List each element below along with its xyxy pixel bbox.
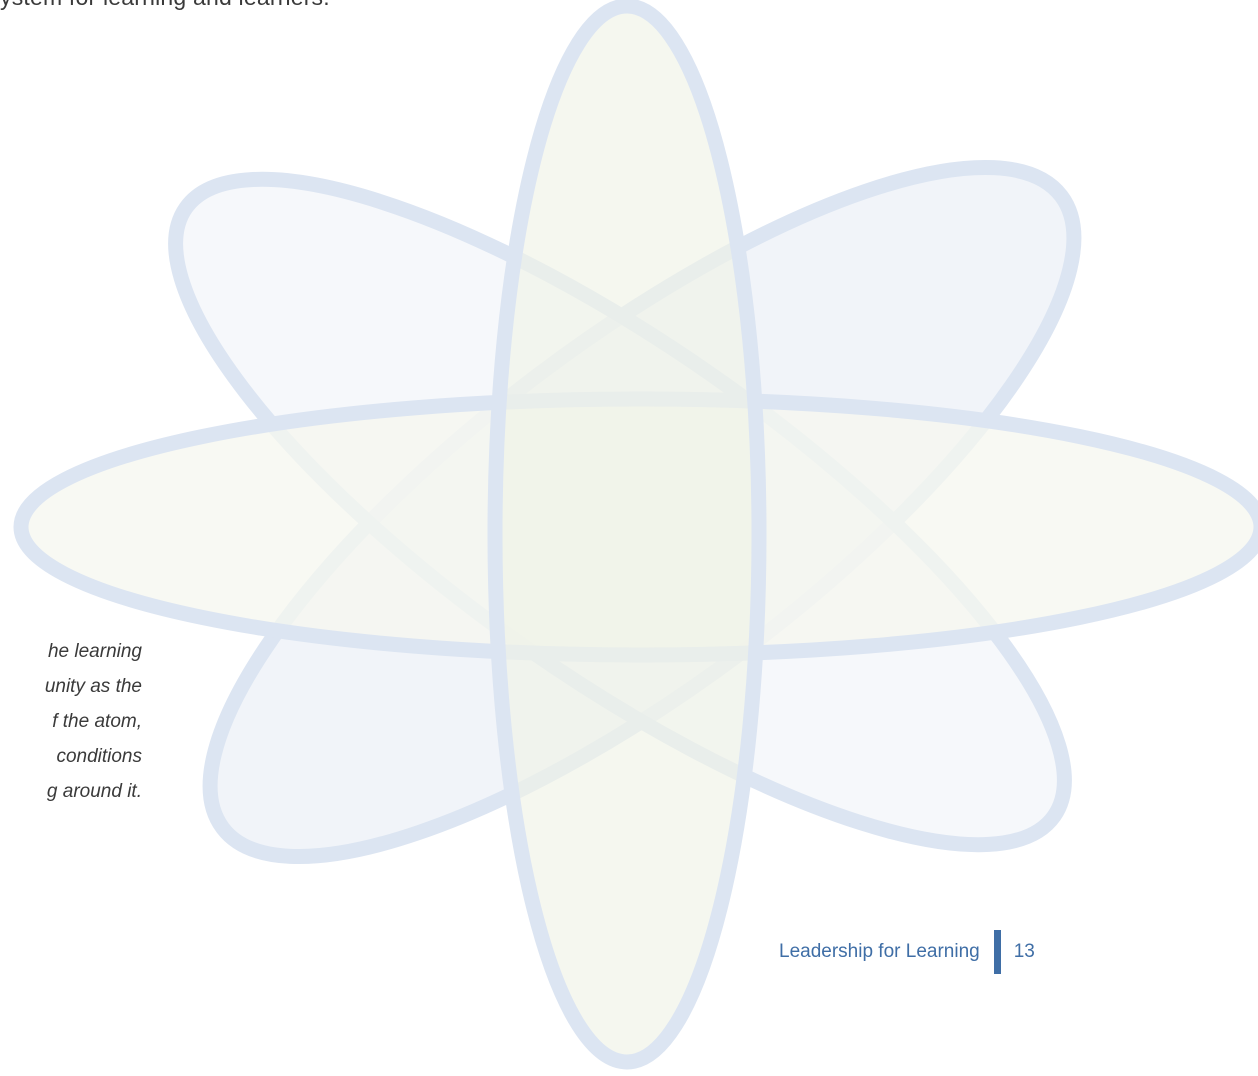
pull-quote-line: f the atom, bbox=[0, 704, 142, 739]
pull-quote: he learning unity as the f the atom, con… bbox=[0, 634, 142, 809]
page-footer: Leadership for Learning 13 bbox=[779, 930, 1035, 974]
pull-quote-line: he learning bbox=[0, 634, 142, 669]
pull-quote-line: unity as the bbox=[0, 669, 142, 704]
pull-quote-line: g around it. bbox=[0, 774, 142, 809]
orbit-vertical bbox=[495, 6, 759, 1062]
pull-quote-line: conditions bbox=[0, 739, 142, 774]
footer-title: Leadership for Learning bbox=[779, 941, 980, 963]
page-number: 13 bbox=[1014, 941, 1035, 963]
footer-divider bbox=[994, 930, 1001, 974]
